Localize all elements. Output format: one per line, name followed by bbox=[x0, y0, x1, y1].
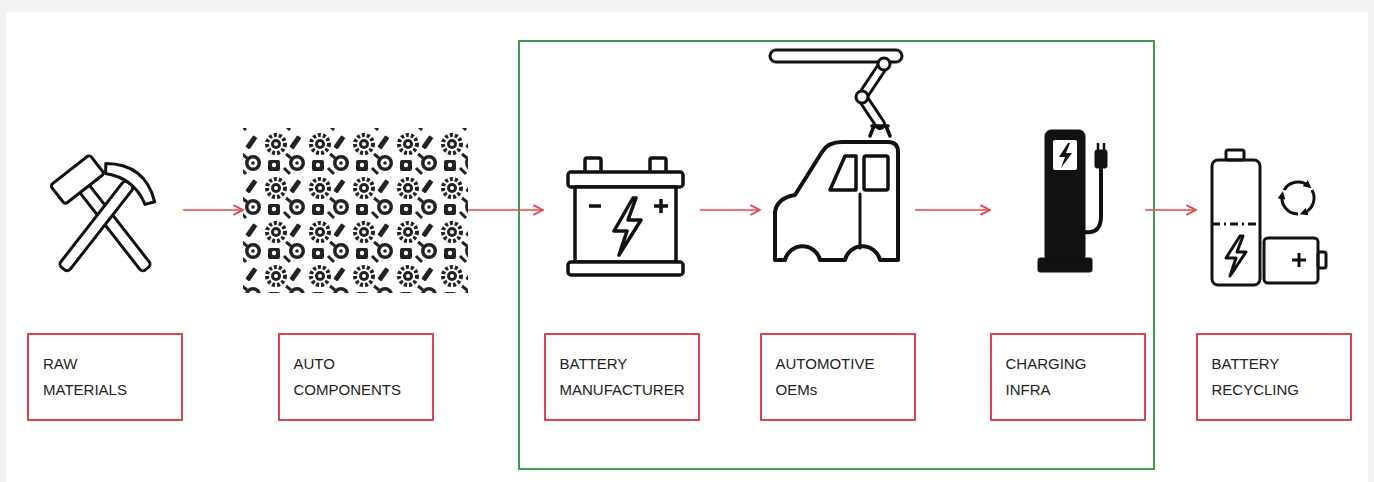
assembly-robot-icon-part bbox=[830, 156, 856, 190]
hammers-icon-part bbox=[39, 154, 162, 288]
hammers-icon-part bbox=[50, 155, 166, 284]
stage-label: CHARGING INFRA bbox=[990, 333, 1146, 421]
recycling-icon-part bbox=[1264, 238, 1318, 283]
battery-icon-part bbox=[614, 198, 641, 255]
recycling-icon-part bbox=[1212, 160, 1260, 285]
stage-label: AUTOMOTIVE OEMs bbox=[760, 333, 916, 421]
charger-icon-part bbox=[1038, 258, 1092, 272]
assembly-robot-icon-part bbox=[775, 142, 898, 260]
recycling-icon-part bbox=[1304, 190, 1315, 213]
stage-column: RAW MATERIALS bbox=[27, 120, 183, 421]
flow-arrow bbox=[700, 209, 760, 211]
charger-icon-part bbox=[1053, 140, 1077, 170]
flow-arrow bbox=[183, 209, 243, 211]
stage-column: AUTO COMPONENTS bbox=[243, 120, 468, 421]
hammers-icon-part-part bbox=[50, 155, 104, 205]
battery-icon-part bbox=[575, 187, 676, 262]
recycling-icon-part bbox=[1292, 253, 1306, 267]
charger-icon-part bbox=[1059, 143, 1072, 168]
charger-icon-part bbox=[1045, 130, 1085, 262]
assembly-robot-icon-part bbox=[856, 91, 868, 103]
stage-column: BATTERY MANUFACTURER bbox=[543, 120, 700, 421]
stage-column: AUTOMOTIVE OEMs bbox=[760, 120, 915, 421]
assembly-robot-icon-part bbox=[878, 58, 890, 70]
stage-label: AUTO COMPONENTS bbox=[278, 333, 434, 421]
recycling-icon-part bbox=[1226, 236, 1246, 276]
charger-icon-part bbox=[1085, 168, 1101, 232]
battery-icon-part bbox=[568, 262, 683, 275]
recycling-icon-part bbox=[1318, 252, 1326, 268]
charger-icon-part bbox=[1098, 143, 1104, 150]
charger-icon-part bbox=[1095, 150, 1107, 168]
recycling-icon-part bbox=[1284, 182, 1308, 190]
stage-column: BATTERY RECYCLING bbox=[1196, 120, 1351, 421]
components-pattern bbox=[243, 128, 468, 293]
stage-label: BATTERY MANUFACTURER bbox=[544, 333, 700, 421]
flow-arrow bbox=[468, 209, 543, 211]
stage-column: CHARGING INFRA bbox=[990, 120, 1145, 421]
recycling-icon bbox=[1212, 150, 1326, 285]
hammers-icon-part-part bbox=[101, 154, 162, 208]
recycling-icon-part bbox=[1282, 195, 1298, 214]
charger-icon bbox=[1038, 130, 1107, 272]
recycling-icon-part bbox=[1212, 223, 1260, 226]
assembly-robot-icon-part bbox=[859, 194, 862, 248]
assembly-robot-icon-part bbox=[870, 126, 890, 136]
flow-arrow bbox=[915, 209, 990, 211]
assembly-robot-icon-part bbox=[864, 156, 888, 190]
assembly-robot-icon bbox=[770, 50, 902, 260]
battery-icon-part bbox=[568, 172, 683, 187]
stage-label: RAW MATERIALS bbox=[27, 333, 183, 421]
hammers-icon-part-part bbox=[58, 180, 134, 272]
hammers-icon bbox=[39, 154, 167, 288]
flow-arrow bbox=[1145, 209, 1196, 211]
group-box: BATTERY MANUFACTURER AUTOMOTIVE OEMs CHARG… bbox=[518, 40, 1155, 470]
battery-icon bbox=[568, 158, 683, 275]
stage-label: BATTERY RECYCLING bbox=[1196, 333, 1352, 421]
